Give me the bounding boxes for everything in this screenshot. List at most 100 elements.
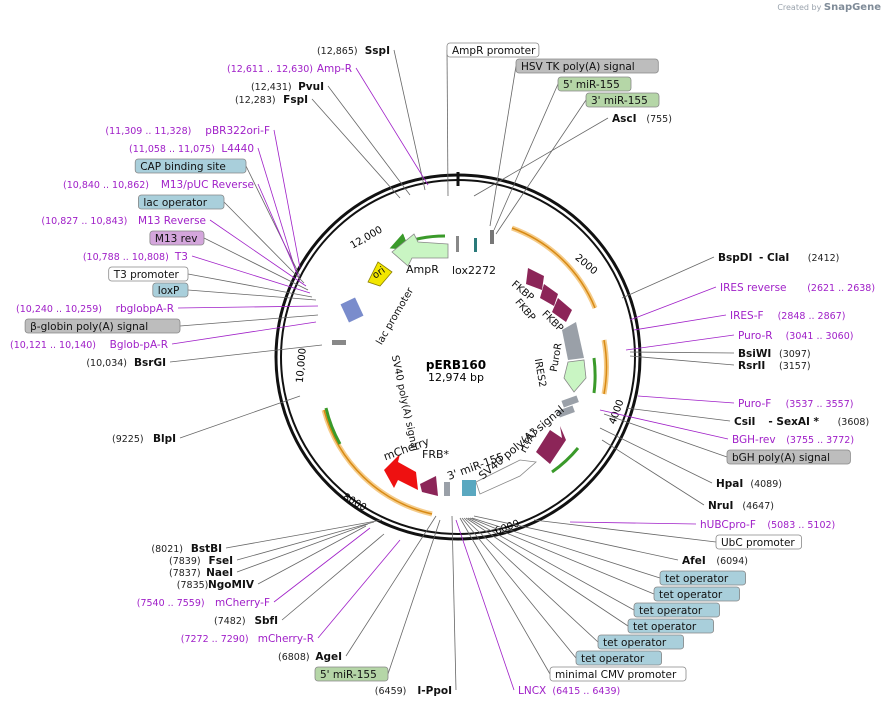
leader-line bbox=[629, 351, 735, 354]
left-label-t3-promoter[interactable]: T3 promoter bbox=[108, 266, 189, 282]
orf-arcs bbox=[321, 225, 609, 517]
left-label-rbglobpa-r[interactable]: rbglobpA-R(10,240 .. 10,259) bbox=[16, 303, 174, 315]
left-label-5-mir-155[interactable]: 5' miR-155 bbox=[314, 666, 389, 682]
right-label-bgh-rev[interactable]: BGH-rev(3755 .. 3772) bbox=[732, 434, 854, 446]
tick-label-12000: 12,000 bbox=[349, 225, 385, 252]
right-label-asci[interactable]: AscI(755) bbox=[612, 113, 672, 125]
right-label-puro-r[interactable]: Puro-R(3041 .. 3060) bbox=[738, 330, 853, 342]
left-label-m13-reverse[interactable]: M13 Reverse(10,827 .. 10,843) bbox=[41, 215, 206, 227]
label-box bbox=[134, 158, 247, 174]
leader-line bbox=[625, 407, 731, 422]
left-label-mcherry-r[interactable]: mCherry-R(7272 .. 7290) bbox=[181, 633, 314, 645]
left-label-t3[interactable]: T3(10,788 .. 10,808) bbox=[83, 251, 188, 263]
ires2-arrow bbox=[563, 359, 587, 393]
right-label-bgh-poly-a-signal[interactable]: bGH poly(A) signal bbox=[726, 449, 851, 465]
left-label-naei[interactable]: NaeI(7837) bbox=[169, 567, 233, 579]
right-label-tet-operator[interactable]: tet operator bbox=[659, 570, 746, 586]
label-coord: (12,865) bbox=[317, 46, 358, 57]
bgh-box bbox=[557, 405, 575, 418]
label-fkbp-2: FKBP bbox=[512, 297, 537, 323]
left-label-blpi[interactable]: BlpI(9225) bbox=[112, 433, 176, 445]
label-name: NruI bbox=[708, 500, 733, 512]
orf-arc-rtta3 bbox=[551, 447, 580, 474]
left-label-bglob-pa-r[interactable]: Bglob-pA-R(10,121 .. 10,140) bbox=[10, 339, 168, 351]
right-label-ampr-promoter[interactable]: AmpR promoter bbox=[446, 42, 540, 58]
right-label-minimal-cmv-promoter[interactable]: minimal CMV promoter bbox=[549, 666, 687, 682]
left-label-m13-puc-reverse[interactable]: M13/pUC Reverse(10,840 .. 10,862) bbox=[63, 179, 254, 191]
right-label-tet-operator[interactable]: tet operator bbox=[575, 650, 662, 666]
right-label-bsiwi[interactable]: BsiWI(3097) bbox=[738, 348, 811, 360]
left-label-sbfi[interactable]: SbfI(7482) bbox=[214, 615, 278, 627]
left-label-bsrgi[interactable]: BsrGI(10,034) bbox=[86, 357, 166, 369]
left-label-pbr322ori-f[interactable]: pBR322ori-F(11,309 .. 11,328) bbox=[105, 125, 270, 137]
left-label-amp-r[interactable]: Amp-R(12,611 .. 12,630) bbox=[227, 63, 352, 75]
label-box bbox=[597, 634, 684, 650]
label-sv40-left: SV40 poly(A) signal bbox=[389, 354, 420, 452]
leader-line bbox=[171, 321, 317, 345]
label-box bbox=[24, 318, 181, 334]
label-box bbox=[149, 230, 205, 246]
left-label-cap-binding-site[interactable]: CAP binding site bbox=[134, 158, 247, 174]
label-text: tet operator bbox=[603, 637, 667, 649]
left-label-mcherry-f[interactable]: mCherry-F(7540 .. 7559) bbox=[137, 597, 270, 609]
leader-line bbox=[569, 521, 697, 525]
leader-line bbox=[327, 85, 411, 196]
left-label-ngomiv[interactable]: NgoMIV(7835) bbox=[177, 579, 255, 591]
label-text: 5' miR-155 bbox=[320, 669, 377, 681]
leader-line bbox=[465, 517, 629, 627]
mcherry-arrow bbox=[384, 454, 418, 490]
right-label-lncx[interactable]: LNCX(6415 .. 6439) bbox=[518, 685, 620, 697]
label-coord: (10,240 .. 10,259) bbox=[16, 304, 102, 315]
label-ires2: IRES2 bbox=[532, 358, 548, 388]
left-label-l4440[interactable]: L4440(11,058 .. 11,075) bbox=[129, 143, 254, 155]
right-label-hubcpro-f[interactable]: hUBCpro-F(5083 .. 5102) bbox=[700, 519, 835, 531]
left-label-fspi[interactable]: FspI(12,283) bbox=[235, 94, 308, 106]
right-label-rsrii[interactable]: RsrII(3157) bbox=[738, 360, 811, 372]
left-label-fsei[interactable]: FseI(7839) bbox=[169, 555, 233, 567]
right-label-hsv-tk-poly-a-signal[interactable]: HSV TK poly(A) signal bbox=[515, 58, 659, 74]
right-label-ubc-promoter[interactable]: UbC promoter bbox=[715, 534, 802, 550]
right-label-hpai[interactable]: HpaI(4089) bbox=[716, 478, 782, 490]
right-label-tet-operator[interactable]: tet operator bbox=[627, 618, 714, 634]
right-label-ires-reverse[interactable]: IRES reverse(2621 .. 2638) bbox=[720, 282, 875, 294]
label-box bbox=[108, 266, 189, 282]
right-label-nrui[interactable]: NruI (4647) bbox=[708, 500, 774, 512]
right-label-tet-operator[interactable]: tet operator bbox=[597, 634, 684, 650]
right-label-csii[interactable]: CsiI- SexAI *(3608) bbox=[734, 416, 869, 428]
right-label-tet-operator[interactable]: tet operator bbox=[633, 602, 720, 618]
right-label-3-mir-155[interactable]: 3' miR-155 bbox=[585, 92, 660, 108]
label-coord: (7482) bbox=[214, 616, 246, 627]
leader-line bbox=[187, 289, 317, 301]
right-label-puro-f[interactable]: Puro-F(3537 .. 3557) bbox=[738, 398, 853, 410]
left-label-agei[interactable]: AgeI(6808) bbox=[278, 651, 342, 663]
label-name: SspI bbox=[365, 45, 390, 57]
left-label-m13-rev[interactable]: M13 rev bbox=[149, 230, 205, 246]
right-label-5-mir-155[interactable]: 5' miR-155 bbox=[557, 76, 632, 92]
label-name: AfeI bbox=[682, 555, 706, 567]
right-label-bspdi[interactable]: BspDI- ClaI(2412) bbox=[718, 252, 839, 264]
lox2272-mark-3 bbox=[490, 230, 494, 244]
left-label-pvui[interactable]: PvuI(12,431) bbox=[251, 81, 324, 93]
fkbp-arrow-3 bbox=[552, 298, 572, 322]
label-text: lac operator bbox=[143, 197, 207, 209]
left-label-bstbi[interactable]: BstBI(8021) bbox=[151, 543, 222, 555]
left-label-globin-poly-a-signal[interactable]: β-globin poly(A) signal bbox=[24, 318, 181, 334]
right-label-ires-f[interactable]: IRES-F(2848 .. 2867) bbox=[730, 310, 845, 322]
leader-line bbox=[223, 201, 305, 284]
label-name: LNCX bbox=[518, 685, 546, 697]
left-label-loxp[interactable]: loxP bbox=[152, 282, 189, 298]
right-label-afei[interactable]: AfeI(6094) bbox=[682, 555, 748, 567]
left-label-i-ppoi[interactable]: I-PpoI(6459) bbox=[375, 685, 452, 697]
leader-line bbox=[245, 165, 301, 277]
label-box bbox=[152, 282, 189, 298]
left-label-sspi[interactable]: SspI (12,865) bbox=[317, 45, 390, 57]
label-name: BspDI bbox=[718, 252, 752, 264]
right-label-tet-operator[interactable]: tet operator bbox=[653, 586, 740, 602]
ubc-promoter-arrow bbox=[475, 459, 537, 495]
label-name: BsrGI bbox=[134, 357, 166, 369]
label-coord: (4647) bbox=[742, 501, 774, 512]
ampr-arrow bbox=[391, 233, 449, 267]
leader-line bbox=[355, 67, 429, 186]
left-label-lac-operator[interactable]: lac operator bbox=[137, 194, 225, 210]
